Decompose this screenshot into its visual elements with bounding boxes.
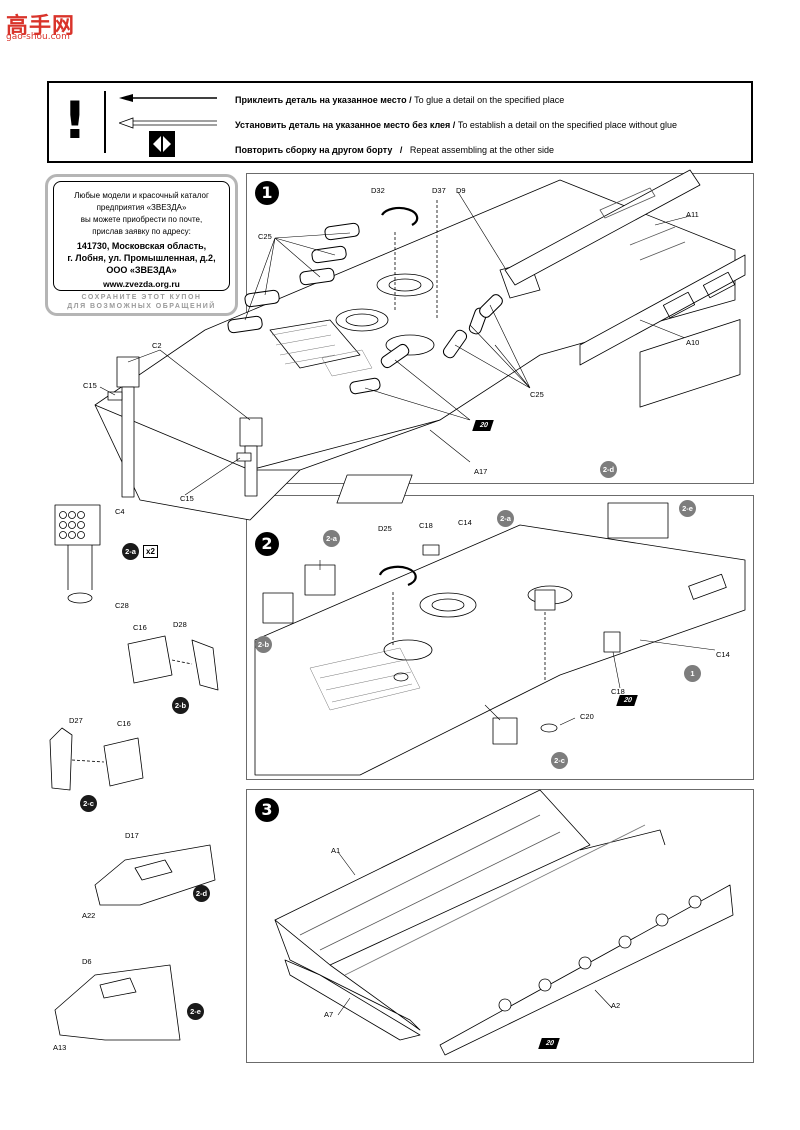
step3-ref-flag: 20 (538, 1038, 560, 1049)
legend-row-glue: Приклеить деталь на указанное место / To… (235, 95, 564, 105)
label-A17: A17 (474, 467, 488, 476)
badge-sub-2d: 2-d (193, 885, 210, 902)
label-C16-2b: C16 (133, 623, 147, 632)
label-D6: D6 (82, 957, 92, 966)
coupon-address2: г. Лобня, ул. Промышленная, д.2, (67, 253, 216, 263)
label-D25: D25 (378, 524, 392, 533)
legend-row-repeat: Повторить сборку на другом борту / Repea… (235, 145, 554, 155)
legend-repeat-ru: Повторить сборку на другом борту (235, 145, 393, 155)
label-C25-bottom: C25 (530, 390, 544, 399)
label-D9: D9 (456, 186, 466, 195)
legend-repeat-en: Repeat assembling at the other side (409, 145, 555, 155)
label-C14-right: C14 (716, 650, 730, 659)
step-2-number: 2 (255, 532, 279, 556)
quantity-x2: x2 (143, 545, 158, 558)
watermark: 高手网 gao-shou.com (6, 8, 76, 44)
label-C4: C4 (115, 507, 125, 516)
label-C16-2c: C16 (117, 719, 131, 728)
label-D17: D17 (125, 831, 139, 840)
label-C18-top: C18 (419, 521, 433, 530)
coupon-url: www.zvezda.org.ru (103, 279, 180, 289)
badge-sub-2a: 2-a (122, 543, 139, 560)
legend-noglue-en: To establish a detail on the specified p… (457, 120, 677, 130)
badge-sub-2c: 2-c (80, 795, 97, 812)
no-glue-arrow-icon (119, 117, 217, 129)
label-C2: C2 (152, 341, 162, 350)
sub-assemblies-drawing (49, 504, 219, 1041)
badge-2b: 2-b (255, 636, 272, 653)
label-A22: A22 (82, 911, 96, 920)
label-C15-bottom: C15 (180, 494, 194, 503)
mail-order-coupon: Любые модели и красочный каталог предпри… (45, 174, 238, 316)
label-A1: A1 (331, 846, 341, 855)
label-D37: D37 (432, 186, 446, 195)
label-C15-left: C15 (83, 381, 97, 390)
label-C25-top: C25 (258, 232, 272, 241)
legend-box: ! Приклеить деталь на указанное место / … (47, 81, 753, 163)
badge-2e: 2-e (679, 500, 696, 517)
coupon-line1: Любые модели и красочный каталог (74, 191, 209, 200)
badge-2a-mid: 2-a (497, 510, 514, 527)
coupon-address1: 141730, Московская область, (76, 241, 207, 251)
badge-step1-ref: 1 (684, 665, 701, 682)
label-A10: A10 (686, 338, 700, 347)
exclamation-icon: ! (63, 91, 87, 151)
step-3-panel (246, 789, 754, 1063)
badge-sub-2b: 2-b (172, 697, 189, 714)
coupon-inner: Любые модели и красочный каталог предпри… (53, 181, 230, 291)
coupon-line4: прислав заявку по адресу: (92, 227, 191, 236)
legend-divider (104, 91, 106, 153)
legend-glue-en: To glue a detail on the specified place (414, 95, 565, 105)
legend-glue-ru: Приклеить деталь на указанное место / (235, 95, 412, 105)
step1-ref-flag: 20 (472, 420, 494, 431)
label-D32: D32 (371, 186, 385, 195)
step-1-number: 1 (255, 181, 279, 205)
watermark-logo: 高手网 (6, 14, 76, 39)
legend-noglue-ru: Установить деталь на указанное место без… (235, 120, 456, 130)
label-D28: D28 (173, 620, 187, 629)
coupon-keep1: СОХРАНИТЕ ЭТОТ КУПОН (81, 294, 202, 301)
step-3-number: 3 (255, 798, 279, 822)
step2-ref-flag: 20 (616, 695, 638, 706)
label-C14-top: C14 (458, 518, 472, 527)
label-A7: A7 (324, 1010, 334, 1019)
badge-2d: 2-d (600, 461, 617, 478)
watermark-url: gao-shou.com (6, 32, 70, 42)
coupon-line3: вы можете приобрести по почте, (80, 215, 203, 224)
legend-row-no-glue: Установить деталь на указанное место без… (235, 120, 677, 130)
label-D27: D27 (69, 716, 83, 725)
repeat-other-side-icon (149, 131, 175, 157)
label-A2: A2 (611, 1001, 621, 1010)
coupon-keep2: ДЛЯ ВОЗМОЖНЫХ ОБРАЩЕНИЙ (67, 303, 216, 310)
coupon-address3: ООО «ЗВЕЗДА» (106, 265, 177, 275)
step-1-panel (246, 173, 754, 484)
label-C20: C20 (580, 712, 594, 721)
label-A11: A11 (686, 210, 699, 219)
glue-arrow-icon (119, 94, 217, 102)
coupon-line2: предприятия «ЗВЕЗДА» (96, 203, 187, 212)
badge-2c: 2-c (551, 752, 568, 769)
badge-2a-left: 2-a (323, 530, 340, 547)
legend-repeat-sep: / (399, 145, 403, 155)
label-C28: C28 (115, 601, 129, 610)
badge-sub-2e: 2-e (187, 1003, 204, 1020)
coupon-keep-note: СОХРАНИТЕ ЭТОТ КУПОН ДЛЯ ВОЗМОЖНЫХ ОБРАЩ… (48, 293, 235, 311)
label-C18-bottom: C18 (611, 687, 625, 696)
label-A13: A13 (53, 1043, 67, 1052)
